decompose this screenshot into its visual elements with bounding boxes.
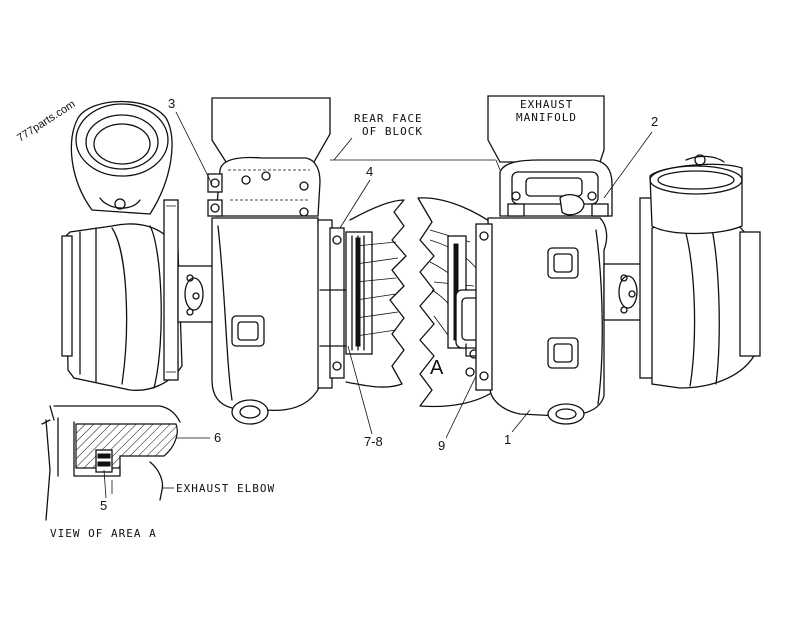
area-a-marker: A [430, 357, 444, 379]
left-turbocharger [61, 100, 243, 391]
watermark-text: 777parts.com [15, 98, 77, 144]
rear-face-label-line1: REAR FACE [354, 112, 423, 125]
callout-5: 5 [100, 498, 107, 513]
right-exhaust-manifold [475, 95, 613, 425]
exhaust-elbow-label: EXHAUST ELBOW [176, 482, 275, 495]
callout-1-leader [511, 409, 531, 433]
rear-face-label-line2: OF BLOCK [362, 125, 423, 138]
callout-7-8-leader [347, 345, 373, 435]
callout-9-leader [445, 375, 477, 439]
callout-2-leader [603, 131, 653, 199]
exhaust-manifold-label-line1: EXHAUST [520, 98, 573, 111]
rear-face-leader [330, 137, 501, 171]
callout-4-leader [339, 179, 371, 229]
callout-3-leader [175, 111, 213, 185]
callout-5-leader [103, 469, 107, 499]
gasket-7-8 [345, 231, 373, 355]
callout-9: 9 [438, 438, 445, 453]
callout-7-8: 7-8 [364, 434, 383, 449]
view-of-area-label: VIEW OF AREA A [50, 527, 157, 540]
callout-1: 1 [504, 432, 511, 447]
callout-2: 2 [651, 114, 658, 129]
exhaust-manifold-label-line2: MANIFOLD [516, 111, 577, 124]
callout-6: 6 [214, 430, 221, 445]
section-break-left [345, 199, 407, 388]
left-exhaust-manifold [207, 97, 351, 425]
detail-view-area-a [41, 405, 181, 521]
callout-3: 3 [168, 96, 175, 111]
right-turbocharger [603, 154, 761, 389]
callout-4: 4 [366, 164, 373, 179]
